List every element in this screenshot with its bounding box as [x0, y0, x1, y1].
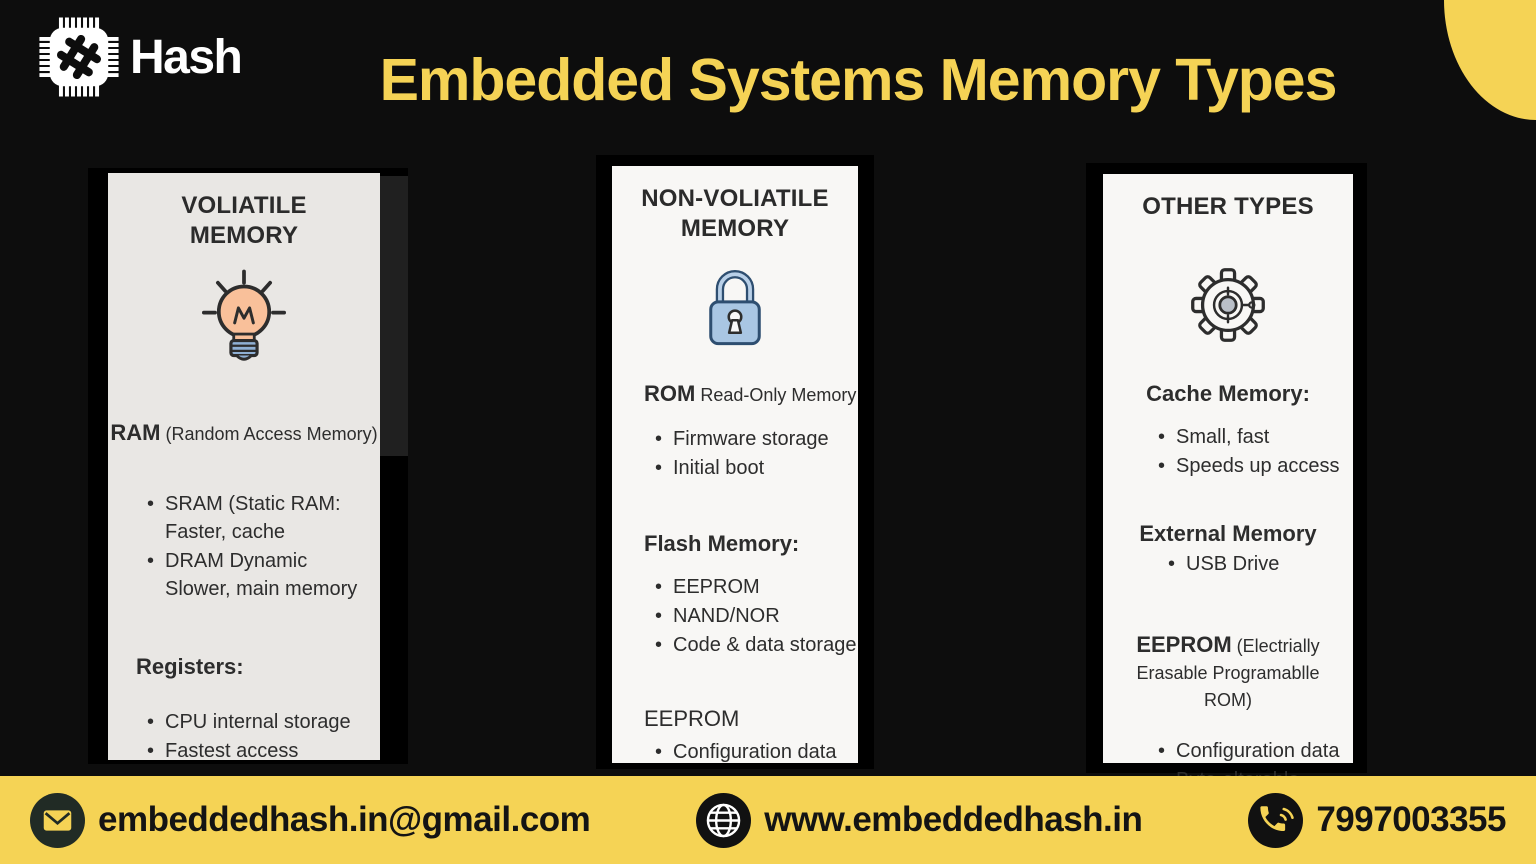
- card-title: VOLIATILE MEMORY: [181, 192, 307, 249]
- lightbulb-icon: [108, 265, 380, 377]
- list-item: DRAM Dynamic Slower, main memory: [144, 547, 374, 603]
- card-volatile-memory: VOLIATILE MEMORY RAM (Random Access Memo…: [108, 173, 380, 765]
- list-item: Firmware storage: [652, 425, 858, 453]
- website-contact: www.embeddedhash.in: [696, 792, 1143, 848]
- section-heading: RAM (Random Access Memory): [110, 420, 378, 445]
- card-title: OTHER TYPES: [1142, 193, 1314, 220]
- section-heading: Cache Memory:: [1146, 381, 1310, 406]
- phone-contact: 7997003355: [1248, 792, 1506, 848]
- list-item: SRAM (Static RAM: Faster, cache: [144, 490, 374, 546]
- bullet-list: SRAM (Static RAM: Faster, cache DRAM Dyn…: [144, 490, 374, 603]
- card-other-types: OTHER TYPES Cache Memory: Small, fast Sp…: [1103, 174, 1353, 794]
- list-item: Initial boot: [652, 454, 858, 482]
- list-item: Code & data storage: [652, 631, 858, 659]
- list-item: USB Drive: [1165, 550, 1353, 578]
- corner-accent-shape: [1444, 0, 1536, 120]
- brand-name: Hash: [130, 30, 243, 84]
- bullet-list: USB Drive: [1165, 550, 1353, 578]
- list-item: Configuration data: [652, 738, 858, 766]
- card-shadow: [380, 176, 408, 456]
- bullet-list: EEPROM NAND/NOR Code & data storage: [652, 573, 858, 659]
- list-item: NAND/NOR: [652, 602, 858, 630]
- bullet-list: CPU internal storage Fastest access: [144, 708, 380, 765]
- section-heading: EEPROM (Electrially Erasable Programabll…: [1136, 632, 1320, 710]
- padlock-icon: [612, 260, 858, 352]
- phone-text: 7997003355: [1316, 800, 1506, 839]
- section-heading: Registers:: [136, 654, 244, 679]
- contact-footer: embeddedhash.in@gmail.com www.embeddedha…: [0, 776, 1536, 864]
- list-item: EEPROM: [652, 573, 858, 601]
- website-text: www.embeddedhash.in: [764, 800, 1143, 839]
- bullet-list: Small, fast Speeds up access: [1155, 423, 1353, 480]
- phone-icon: [1248, 792, 1304, 848]
- globe-icon: [696, 792, 752, 848]
- bullet-list: Configuration data: [652, 738, 858, 766]
- section-heading: Flash Memory:: [644, 531, 800, 556]
- email-text: embeddedhash.in@gmail.com: [98, 800, 591, 839]
- section-heading: External Memory: [1139, 521, 1317, 546]
- list-item: Fastest access: [144, 737, 380, 765]
- brand-logo: Hash: [36, 14, 243, 100]
- list-item: CPU internal storage: [144, 708, 380, 736]
- page-title: Embedded Systems Memory Types: [379, 47, 1338, 113]
- gear-icon: [1103, 264, 1353, 346]
- list-item: Small, fast: [1155, 423, 1353, 451]
- list-item: Speeds up access: [1155, 452, 1353, 480]
- card-title: NON-VOLIATILE MEMORY: [641, 185, 829, 242]
- email-contact: embeddedhash.in@gmail.com: [30, 792, 591, 848]
- section-heading: ROM Read-Only Memory: [644, 381, 857, 406]
- chip-hash-icon: [39, 17, 119, 97]
- bullet-list: Firmware storage Initial boot: [652, 425, 858, 482]
- envelope-icon: [30, 792, 85, 848]
- card-non-volatile-memory: NON-VOLIATILE MEMORY ROM Read-Only Memor…: [612, 166, 858, 766]
- list-item: Configuration data: [1155, 737, 1353, 765]
- section-heading: EEPROM: [644, 706, 740, 731]
